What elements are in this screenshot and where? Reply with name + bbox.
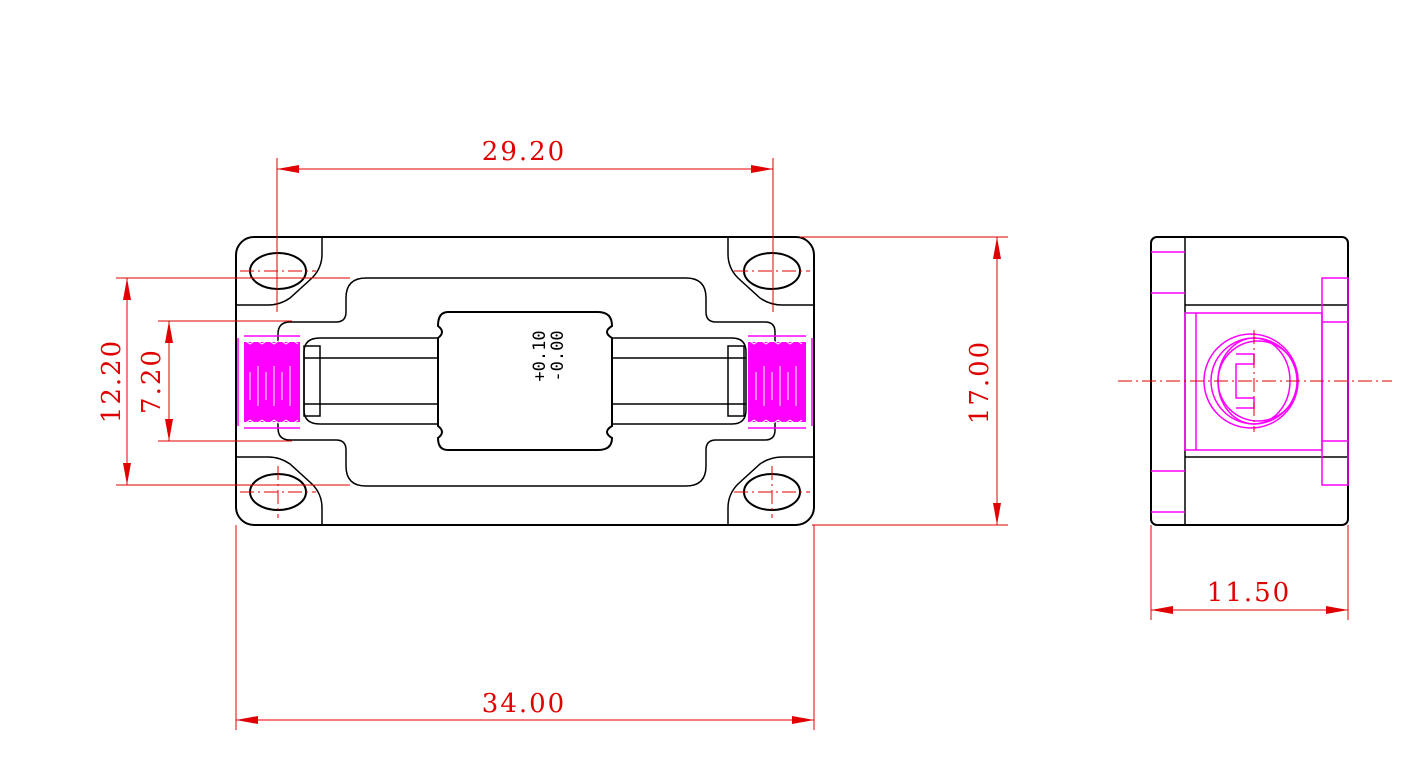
inner-pocket: [277, 277, 776, 487]
side-width-label: 11.50: [1207, 578, 1291, 608]
dimension-hole-spacing: 29.20: [276, 137, 774, 312]
dimension-hole-vertical-spacing: 12.20: [97, 277, 350, 486]
corner-pad-top-left: [236, 237, 323, 306]
overall-height-label: 17.00: [965, 340, 995, 424]
hole-spacing-label: 29.20: [482, 137, 566, 167]
center-boss: [436, 311, 614, 451]
overall-length-label: 34.00: [482, 689, 566, 719]
tolerance-upper: +0.10: [530, 330, 550, 381]
slot-height-label: 7.20: [137, 348, 167, 414]
dimension-slot-height: 7.20: [137, 320, 292, 442]
side-view: [1118, 236, 1392, 526]
thread-left: [237, 335, 300, 429]
tolerance-lower: -0.00: [548, 330, 568, 381]
corner-pad-bottom-right: [727, 456, 814, 525]
hole-vertical-spacing-label: 12.20: [97, 339, 127, 423]
front-view: +0.10 -0.00: [235, 236, 815, 526]
dimension-side-width: 11.50: [1150, 525, 1349, 620]
thread-right: [747, 335, 813, 429]
dimension-overall-height: 17.00: [800, 236, 1008, 526]
slot-end-left: [303, 345, 321, 417]
corner-pad-bottom-left: [236, 456, 323, 525]
slot-end-right: [727, 345, 745, 417]
dimension-overall-length: 34.00: [235, 525, 815, 730]
corner-pad-top-right: [727, 237, 814, 306]
tolerance-label: +0.10 -0.00: [530, 330, 568, 381]
body-outline: [235, 236, 815, 526]
